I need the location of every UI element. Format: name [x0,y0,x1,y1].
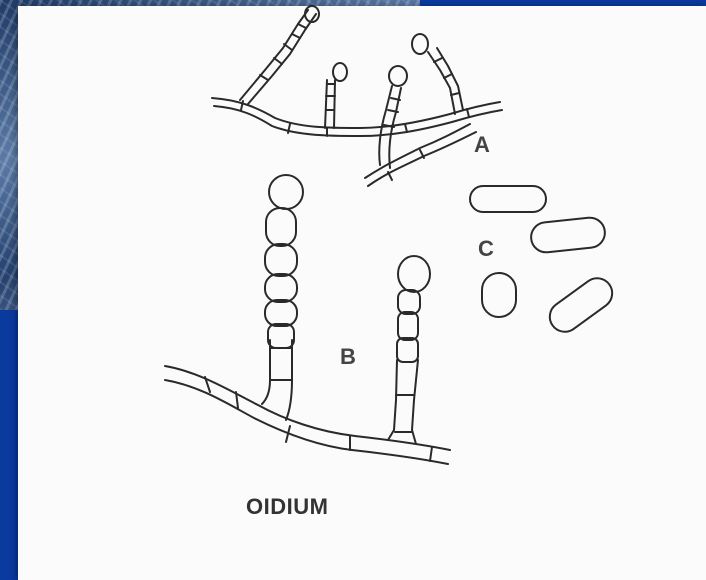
diagram-caption: OIDIUM [246,494,328,520]
hypha-group-b [165,175,450,464]
hypha-group-a [212,6,502,186]
label-b: B [340,344,356,370]
label-a: A [474,132,490,158]
label-c: C [478,236,494,262]
